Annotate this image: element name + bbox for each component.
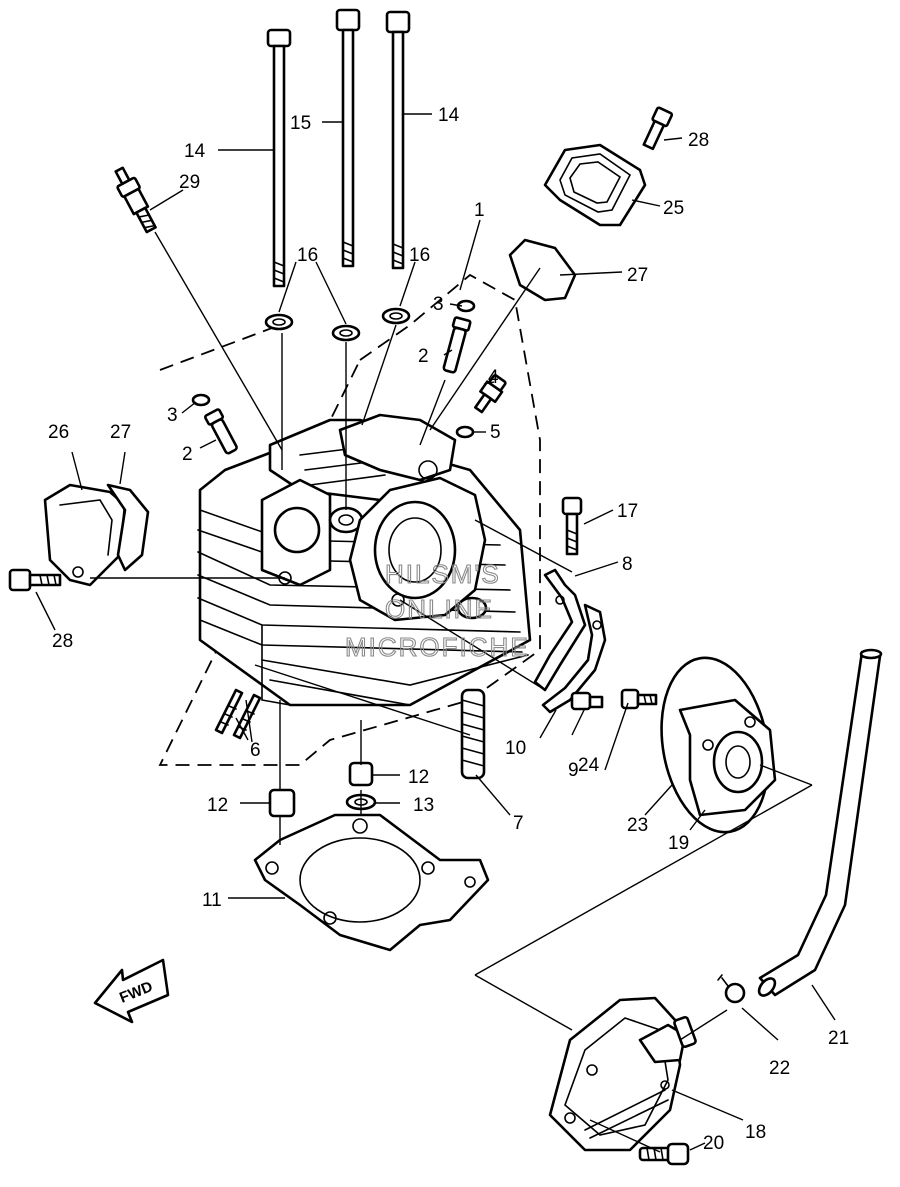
cylinder-head-bolt-left bbox=[266, 28, 292, 288]
callout-29: 29 bbox=[179, 172, 200, 193]
callout-24: 24 bbox=[578, 755, 600, 776]
callout-12: 12 bbox=[207, 795, 228, 816]
callout-8: 8 bbox=[622, 554, 633, 575]
callout-25: 25 bbox=[663, 198, 684, 219]
cylinder-head-top-cover bbox=[543, 143, 647, 227]
callout-16: 16 bbox=[409, 245, 430, 266]
valve-guide-left bbox=[204, 408, 238, 455]
cylinder-head-bolt-center bbox=[335, 8, 361, 268]
callout-11: 11 bbox=[202, 890, 222, 911]
callout-2: 2 bbox=[418, 346, 429, 367]
circlip-left bbox=[191, 393, 211, 407]
copper-washer bbox=[455, 425, 475, 439]
washer-left bbox=[264, 313, 294, 331]
side-cover-gasket bbox=[106, 483, 150, 572]
svg-text:ONLINE: ONLINE bbox=[385, 594, 494, 624]
housing-bolt bbox=[620, 688, 658, 710]
callout-14: 14 bbox=[438, 105, 460, 126]
svg-text:MICROFICHE: MICROFICHE bbox=[345, 632, 530, 662]
bracket-bolt bbox=[561, 496, 583, 556]
callout-1: 1 bbox=[474, 200, 485, 221]
dowel-pin-left bbox=[268, 788, 296, 818]
callout-13: 13 bbox=[413, 795, 434, 816]
callout-23: 23 bbox=[627, 815, 648, 836]
callout-21: 21 bbox=[828, 1028, 849, 1049]
callout-16: 16 bbox=[297, 245, 318, 266]
spark-plug bbox=[114, 166, 157, 234]
breather-cover bbox=[548, 996, 697, 1152]
callout-14: 14 bbox=[184, 141, 206, 162]
callout-28: 28 bbox=[52, 631, 73, 652]
cylinder-head-bolt-right bbox=[385, 10, 411, 270]
hose-clip bbox=[717, 974, 746, 1004]
valve-guide-right bbox=[442, 316, 472, 374]
head-assembly-boundary bbox=[158, 273, 541, 766]
leader-lines bbox=[35, 113, 836, 1153]
breather-hose bbox=[757, 648, 883, 997]
callout-26: 26 bbox=[48, 422, 69, 443]
callout-7: 7 bbox=[513, 813, 524, 834]
svg-text:HILSM'S: HILSM'S bbox=[385, 559, 501, 589]
callout-19: 19 bbox=[668, 833, 689, 854]
guide-plate bbox=[541, 603, 607, 714]
callout-28: 28 bbox=[688, 130, 709, 151]
plate-bolt bbox=[570, 691, 604, 711]
cover-bolt-bottom bbox=[638, 1142, 690, 1166]
side-cover-bolt bbox=[8, 568, 62, 592]
callout-9: 9 bbox=[568, 760, 579, 781]
callout-20: 20 bbox=[703, 1133, 724, 1154]
oil-check-bolt bbox=[474, 374, 507, 414]
callout-6: 6 bbox=[250, 740, 261, 761]
washer-center bbox=[331, 324, 361, 342]
forward-direction-arrow: FWD bbox=[93, 958, 170, 1024]
callout-10: 10 bbox=[505, 738, 526, 759]
callout-17: 17 bbox=[617, 501, 638, 522]
callout-4: 4 bbox=[488, 367, 499, 388]
callout-18: 18 bbox=[745, 1122, 766, 1143]
washer-right bbox=[381, 307, 411, 325]
breather-housing bbox=[660, 656, 777, 834]
mount-bracket bbox=[533, 568, 587, 692]
callout-2: 2 bbox=[182, 444, 193, 465]
head-gasket bbox=[253, 813, 490, 952]
callout-3: 3 bbox=[167, 405, 178, 426]
valve-spring bbox=[460, 688, 486, 780]
callout-22: 22 bbox=[769, 1058, 790, 1079]
callout-labels: 1 2 2 3 3 4 5 6 7 8 9 10 11 12 12 13 14 … bbox=[48, 105, 849, 1154]
cover-gasket-right bbox=[508, 238, 577, 302]
dowel-pin-right bbox=[348, 761, 374, 787]
cover-bolt-top bbox=[642, 106, 674, 151]
callout-5: 5 bbox=[490, 422, 501, 443]
callout-27: 27 bbox=[110, 422, 131, 443]
stud-bolts bbox=[214, 688, 262, 740]
callout-12: 12 bbox=[408, 767, 429, 788]
callout-3: 3 bbox=[433, 294, 444, 315]
watermark: HILSM'S ONLINE MICROFICHE bbox=[344, 558, 530, 662]
callout-15: 15 bbox=[290, 113, 311, 134]
side-cover bbox=[43, 483, 127, 587]
cylinder-head bbox=[197, 413, 532, 707]
callout-27: 27 bbox=[627, 265, 648, 286]
